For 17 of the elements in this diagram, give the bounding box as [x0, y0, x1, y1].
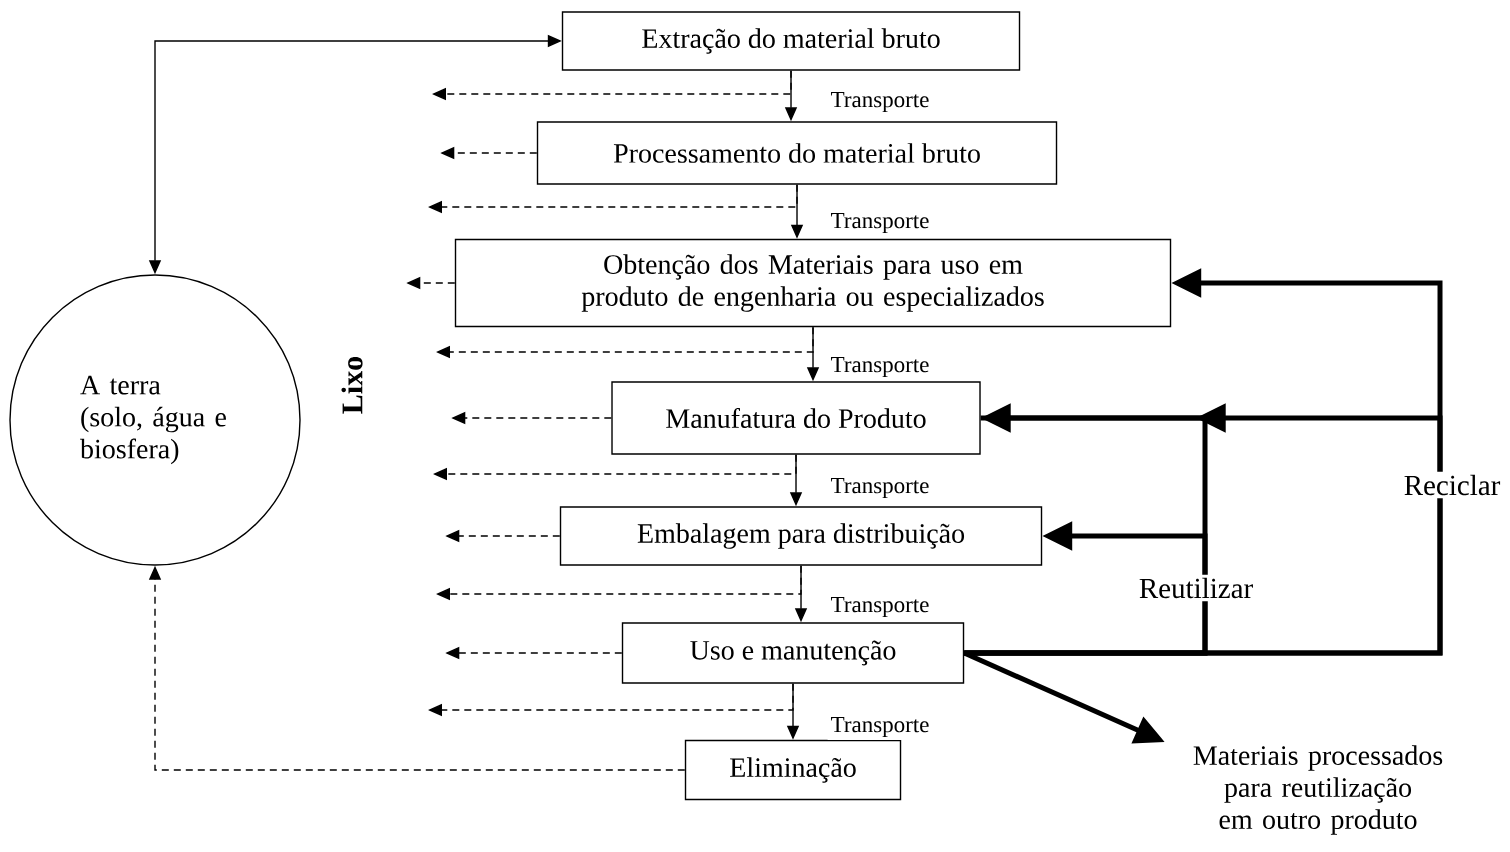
edge-label: Transporte [827, 354, 933, 380]
edge-label: Transporte [827, 475, 933, 501]
edge-label: Transporte [827, 594, 933, 620]
rotated-label: Lixo [341, 356, 363, 414]
process-box: Obtenção dos Materiais para uso em produto de engenharia ou especializados [454, 238, 1172, 328]
process-box: Manufatura do Produto [611, 381, 981, 455]
edge-label: Transporte [827, 210, 933, 236]
edge-label: Reutilizar [1135, 574, 1257, 602]
edge-label: Reciclar [1400, 471, 1504, 499]
process-box: Extração do material bruto [561, 11, 1021, 71]
output-text: Materiais processados para reutilização em outro produto [1193, 745, 1443, 835]
process-box: Embalagem para distribuição [559, 506, 1043, 566]
edge-label: Transporte [827, 89, 933, 115]
process-box: Processamento do material bruto [536, 121, 1058, 185]
process-box: Eliminação [684, 739, 902, 801]
process-box: Uso e manutenção [621, 622, 965, 684]
edge-label: Transporte [827, 714, 933, 740]
